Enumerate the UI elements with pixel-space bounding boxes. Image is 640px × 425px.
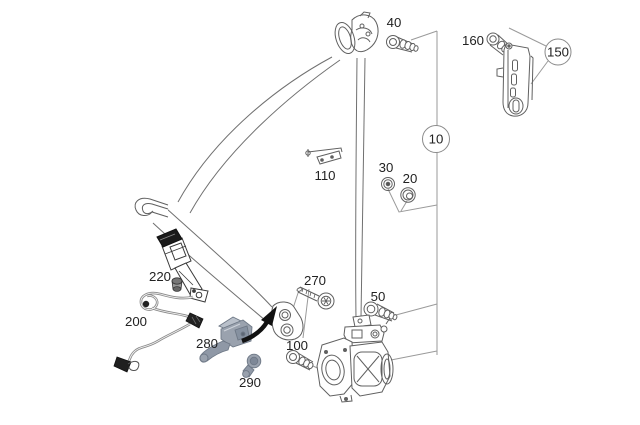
callout-50[interactable]: 50 [371, 289, 386, 304]
harness-end-connector [113, 356, 132, 373]
callout-160[interactable]: 160 [462, 33, 484, 48]
callout-220[interactable]: 220 [149, 269, 171, 284]
belt-webbing [152, 56, 366, 322]
callout-100[interactable]: 100 [286, 338, 308, 353]
bolt-100 [286, 350, 314, 371]
callout-290[interactable]: 290 [239, 375, 261, 390]
harness-grommet [142, 300, 150, 308]
plain-callouts: 40 160 110 30 20 220 270 50 200 280 100 … [125, 15, 484, 390]
buckle-wiring-harness-200 [113, 291, 204, 373]
pointer-arrow [241, 306, 277, 344]
seat-belt-buckle-220 [156, 228, 209, 303]
circled-callout-150[interactable]: 150 [544, 38, 572, 66]
leader-lines [283, 27, 549, 372]
callout-270[interactable]: 270 [304, 273, 326, 288]
bolt-50 [363, 301, 398, 322]
buckle-grommet [171, 277, 183, 292]
height-adjuster-rail-150 [496, 42, 534, 117]
callout-150[interactable]: 150 [547, 45, 569, 60]
callout-280[interactable]: 280 [196, 336, 218, 351]
fitting-bolt-290 [242, 353, 262, 378]
spacer-ring-20 [400, 187, 416, 203]
anchor-fitting-280 [199, 316, 253, 363]
belt-end-hook [134, 197, 169, 218]
callout-40[interactable]: 40 [387, 15, 402, 30]
callout-110[interactable]: 110 [314, 168, 335, 183]
washer-30 [381, 177, 395, 191]
torx-screw-270 [296, 286, 335, 310]
belt-retractor [316, 314, 394, 403]
callout-20[interactable]: 20 [403, 171, 418, 186]
bolt-40 [386, 35, 419, 53]
harness-mid-connector [185, 312, 204, 329]
belt-top-anchor [334, 11, 379, 54]
callout-10[interactable]: 10 [429, 132, 444, 147]
belt-lower-anchor [271, 301, 304, 341]
callout-30[interactable]: 30 [379, 160, 394, 175]
circled-callout-10[interactable]: 10 [422, 125, 450, 153]
callout-200[interactable]: 200 [125, 314, 147, 329]
retaining-clip-110 [305, 147, 343, 165]
